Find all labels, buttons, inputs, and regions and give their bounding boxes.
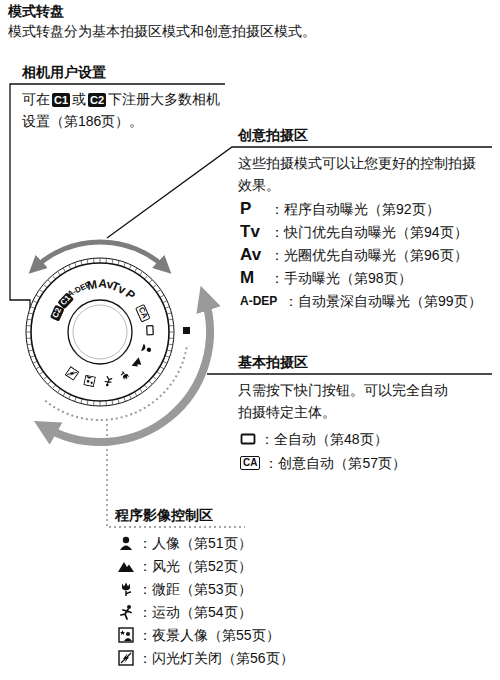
text-block: 只需按下快门按钮。可以完全自动拍摄特定主体。 (238, 379, 453, 423)
mode-letter: M (240, 267, 270, 289)
dial-center (68, 300, 132, 364)
dial-center (73, 305, 127, 359)
dial-icon (65, 367, 78, 380)
body-text: ：创意自动（第57页） (264, 452, 406, 474)
dial-icon (120, 370, 130, 381)
list-row: ：风光（第52页） (138, 555, 252, 577)
list-row: ：微距（第53页） (138, 578, 252, 600)
body-text: ：快门优先自动曝光（第94页） (270, 221, 468, 243)
text-block: 模式转盘分为基本拍摄区模式和创意拍摄区模式。 (8, 20, 488, 42)
body-text: 只需按下快门按钮。可以完全自动拍摄特定主体。 (238, 382, 448, 420)
dial-icon (147, 326, 153, 335)
list-row: Tv：快门优先自动曝光（第94页） (240, 221, 468, 243)
page-title: 模式转盘 (8, 3, 64, 19)
sports-icon (121, 605, 131, 619)
night-portrait-icon (119, 628, 133, 642)
leader-line (207, 373, 492, 374)
text-block: 程序影像控制区 (115, 504, 213, 526)
dial-icons (65, 326, 153, 387)
body-text: 模式转盘分为基本拍摄区模式和创意拍摄区模式。 (8, 23, 316, 39)
mode-letter: A-DEP (240, 290, 284, 312)
text-block: 基本拍摄区 (238, 351, 308, 373)
body-text: ：人像（第51页） (138, 532, 252, 554)
list-row: ：夜景人像（第55页） (138, 624, 280, 646)
section-heading: 相机用户设置 (22, 64, 106, 80)
list-row: ：闪光灯关闭（第56页） (138, 647, 294, 669)
list-row: CA ：创意自动（第57页） (240, 452, 406, 474)
body-text: ：运动（第54页） (138, 601, 252, 623)
body-text: ：微距（第53页） (138, 578, 252, 600)
mode-letter: Av (240, 244, 270, 266)
list-row: Av：光圈优先自动曝光（第96页） (240, 244, 468, 266)
dial-marking: CA (135, 304, 150, 322)
dial-knurl (26, 258, 174, 406)
mode-letter: Tv (240, 221, 270, 243)
list-row: P：程序自动曝光（第92页） (240, 198, 440, 220)
body-text: ：全自动（第48页） (260, 428, 388, 450)
macro-icon (122, 583, 131, 597)
portrait-icon (120, 537, 132, 550)
dial-marking: M (87, 278, 99, 291)
section-heading: 程序影像控制区 (115, 507, 213, 523)
body-text: ：自动景深自动曝光（第99页） (284, 290, 482, 312)
text-block: 这些拍摄模式可以让您更好的控制拍摄效果。 (238, 152, 483, 196)
flash-off-icon (119, 651, 133, 665)
dial-marking: P (124, 287, 139, 303)
dial-icon (84, 375, 95, 386)
mode-badge: CA (240, 456, 260, 470)
auto-icon (242, 435, 255, 444)
text-block: 创意拍摄区 (238, 124, 308, 146)
body-text: ：光圈优先自动曝光（第96页） (270, 244, 468, 266)
dial-icon (141, 344, 152, 355)
dial-marking: CA (135, 302, 155, 322)
dial-icon (104, 376, 112, 387)
dial-marking: P (124, 288, 138, 302)
body-text: ：手动曝光（第98页） (270, 267, 412, 289)
body-text: ：风光（第52页） (138, 555, 252, 577)
mode-letter: P (240, 198, 270, 220)
section-heading: 创意拍摄区 (238, 127, 308, 143)
text-block: 相机用户设置 (22, 61, 106, 83)
text-block: 可在C1或C2下注册大多数相机设置（第186页）。 (22, 88, 222, 132)
dial-rim (26, 258, 174, 406)
mode-badge: C2 (88, 93, 106, 107)
index-mark (183, 327, 190, 334)
body-text: 或 (72, 91, 86, 107)
landscape-icon (118, 562, 134, 572)
list-row: M：手动曝光（第98页） (240, 267, 412, 289)
body-text: 可在 (22, 91, 50, 107)
body-text: ：闪光灯关闭（第56页） (138, 647, 294, 669)
mode-badge: C1 (52, 93, 70, 107)
list-row: ：人像（第51页） (138, 532, 252, 554)
body-text: ：夜景人像（第55页） (138, 624, 280, 646)
dial-icon (132, 357, 144, 370)
page-title: 模式转盘 (8, 0, 64, 22)
list-row: A-DEP：自动景深自动曝光（第99页） (240, 290, 482, 312)
list-row: ：全自动（第48页） (260, 428, 388, 450)
dial-face (31, 263, 169, 401)
list-row: ：运动（第54页） (138, 601, 252, 623)
section-heading: 基本拍摄区 (238, 354, 308, 370)
body-text: ：程序自动曝光（第92页） (270, 198, 440, 220)
dial-marking: M (86, 276, 98, 291)
body-text: 这些拍摄模式可以让您更好的控制拍摄效果。 (238, 155, 476, 193)
